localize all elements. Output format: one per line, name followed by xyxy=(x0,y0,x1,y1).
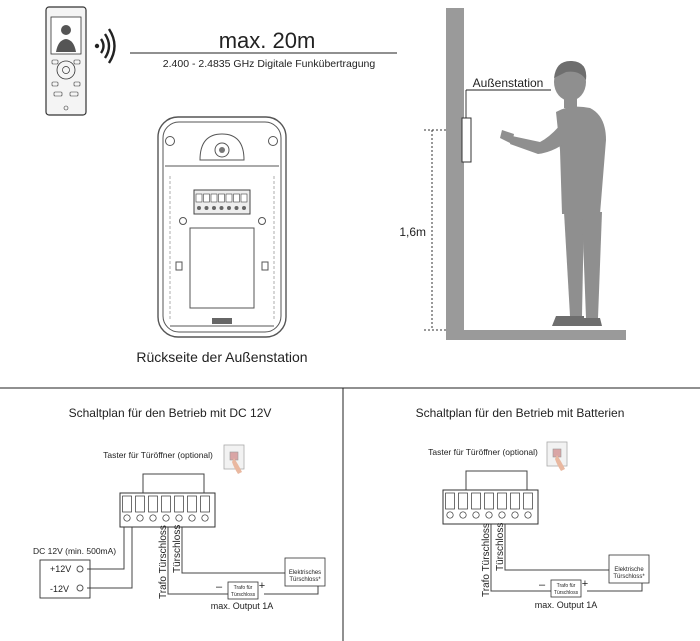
terminal-screw xyxy=(472,511,480,519)
terminal-slot xyxy=(471,492,481,510)
svg-text:Elektrische: Elektrische xyxy=(614,567,644,573)
terminal-screw xyxy=(498,511,506,519)
terminal-screw xyxy=(459,511,467,519)
range-frequency: 2.400 - 2.4835 GHz Digitale Funkübertrag… xyxy=(163,58,376,70)
lock-wire-label: Türschloss xyxy=(495,523,506,571)
svg-text:Trafo für: Trafo für xyxy=(234,585,253,591)
terminal-screw xyxy=(234,206,239,210)
circuit-battery: Schaltplan für den Betrieb mit Batterien… xyxy=(416,406,650,610)
trafo-wire-label: Trafo Türschloss xyxy=(158,525,169,599)
terminal-block xyxy=(119,492,216,528)
terminal-slot xyxy=(497,492,507,510)
terminal-slot xyxy=(240,193,248,203)
terminal-screw xyxy=(162,514,170,522)
terminal-slot xyxy=(484,492,494,510)
outdoor-station-back-drawing xyxy=(157,116,287,338)
plus-12v-label: +12V xyxy=(50,564,71,574)
height-label: 1,6m xyxy=(399,225,426,239)
terminal-screw xyxy=(175,514,183,522)
terminal-slot xyxy=(135,495,145,513)
svg-text:Türschloss: Türschloss xyxy=(554,590,579,596)
circuit-dc12v: Schaltplan für den Betrieb mit DC 12V Ta… xyxy=(33,406,326,611)
terminal-slot xyxy=(195,193,203,203)
terminal-screw xyxy=(123,514,131,522)
back-view-caption: Rückseite der Außenstation xyxy=(136,349,307,365)
circuit-battery-title: Schaltplan für den Betrieb mit Batterien xyxy=(416,406,625,420)
terminal-screw xyxy=(511,511,519,519)
terminal-screw xyxy=(197,206,201,210)
terminal-slot xyxy=(174,495,184,513)
wall-drawing xyxy=(446,8,626,340)
output-label: max. Output 1A xyxy=(211,601,274,611)
minus-12v-label: -12V xyxy=(50,584,69,594)
trafo-wire-label: Trafo Türschloss xyxy=(481,523,492,597)
svg-text:Türschloss*: Türschloss* xyxy=(289,577,321,583)
terminal-screw xyxy=(242,206,246,210)
terminal-slot xyxy=(200,495,210,513)
door-button-icon xyxy=(223,444,245,474)
svg-text:–: – xyxy=(216,581,223,593)
electric-lock-box xyxy=(284,557,326,587)
terminal-screw xyxy=(201,514,209,522)
supply-label: DC 12V (min. 500mA) xyxy=(33,546,116,556)
terminal-block xyxy=(442,489,539,525)
circuit-dc-button-label: Taster für Türöffner (optional) xyxy=(103,450,213,460)
terminal-screw xyxy=(227,206,231,210)
door-button-icon xyxy=(546,441,568,471)
terminal-screw xyxy=(188,514,196,522)
range-distance: max. 20m xyxy=(219,28,316,53)
terminal-slot xyxy=(122,495,132,513)
terminal-slot xyxy=(218,193,225,203)
svg-text:Trafo für: Trafo für xyxy=(557,583,576,589)
output-label: max. Output 1A xyxy=(535,600,598,610)
wireless-signal-icon xyxy=(94,28,116,64)
circuit-dc-title: Schaltplan für den Betrieb mit DC 12V xyxy=(69,406,272,420)
electric-lock-box xyxy=(608,554,650,584)
terminal-slot xyxy=(445,492,455,510)
terminal-screw xyxy=(446,511,454,519)
terminal-screw xyxy=(204,206,209,210)
terminal-slot xyxy=(523,492,533,510)
svg-text:+: + xyxy=(582,578,588,590)
terminal-slot xyxy=(225,193,233,203)
terminal-screw xyxy=(219,206,224,210)
person-drawing xyxy=(500,60,606,326)
terminal-screw xyxy=(524,511,532,519)
lock-wire-label: Türschloss xyxy=(172,525,183,573)
svg-text:+: + xyxy=(259,580,265,592)
terminal-slot xyxy=(161,495,171,513)
terminal-slot xyxy=(148,495,158,513)
terminal-screw xyxy=(212,206,216,210)
svg-text:Türschloss: Türschloss xyxy=(231,592,256,598)
terminal-screw xyxy=(485,511,493,519)
terminal-slot xyxy=(210,193,218,203)
svg-text:Elektrisches: Elektrisches xyxy=(289,570,321,576)
terminal-slot xyxy=(233,193,240,203)
circuit-battery-button-label: Taster für Türöffner (optional) xyxy=(428,447,538,457)
svg-text:Türschloss*: Türschloss* xyxy=(613,574,645,580)
terminal-slot xyxy=(458,492,468,510)
terminal-slot xyxy=(510,492,520,510)
svg-text:–: – xyxy=(539,579,546,591)
terminal-screw xyxy=(136,514,144,522)
indoor-handset xyxy=(45,6,87,116)
terminal-slot xyxy=(187,495,197,513)
terminal-screw xyxy=(149,514,157,522)
terminal-slot xyxy=(203,193,210,203)
outdoor-station-label: Außenstation xyxy=(473,76,544,90)
